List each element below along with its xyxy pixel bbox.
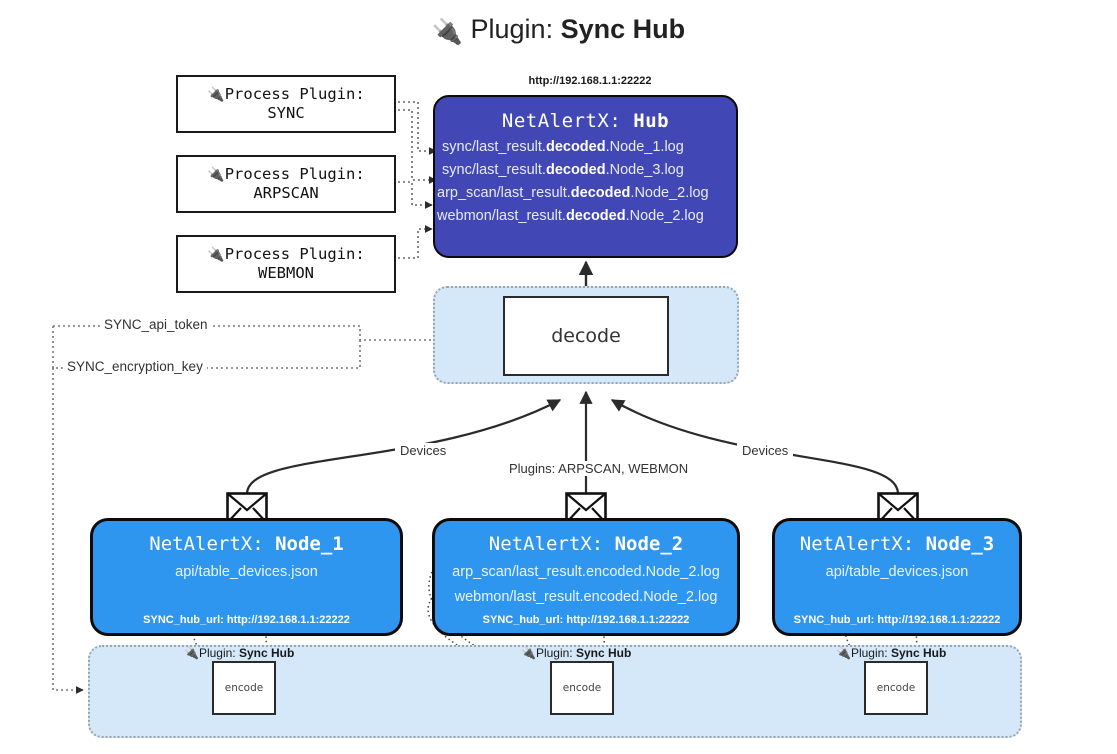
node2-title: NetAlertX: Node_2 [488, 533, 684, 555]
edge-webmon-to-hub-log4 [398, 225, 433, 259]
page-title-name: Sync Hub [560, 14, 686, 44]
hub-log-line-1: sync/last_result.decoded.Node_1.log [442, 139, 684, 155]
node2-line-1: arp_scan/last_result.encoded.Node_2.log [452, 564, 720, 580]
process-plugin-webmon-line2: WEBMON [258, 264, 314, 283]
node2-hub-url: SYNC_hub_url: http://192.168.1.1:22222 [482, 614, 690, 626]
edge-encryption-key-to-plugins [52, 368, 84, 694]
process-plugin-webmon-line1: 🔌Process Plugin: [207, 244, 365, 263]
plug-icon: 🔌 [207, 246, 225, 263]
page-title: 🔌 Plugin: Sync Hub [0, 14, 1117, 47]
netalertx-node-1[interactable]: NetAlertX: Node_1 api/table_devices.json… [90, 518, 403, 636]
plug-icon: 🔌 [521, 646, 536, 660]
edge-label-devices-left: Devices [395, 443, 452, 458]
encode-plugin-label-1: 🔌Plugin: Sync Hub [184, 646, 295, 660]
netalertx-node-3[interactable]: NetAlertX: Node_3 api/table_devices.json… [772, 518, 1022, 636]
hub-node[interactable]: NetAlertX: Hub sync/last_result.decoded.… [433, 95, 738, 258]
process-plugin-arpscan-line1: 🔌Process Plugin: [207, 164, 365, 183]
label-sync-encryption-key: SYNC_encryption_key [63, 359, 207, 374]
node2-line-2: webmon/last_result.encoded.Node_2.log [454, 589, 718, 605]
page-title-prefix: Plugin: [470, 14, 554, 44]
edge-sync-to-hub-log2 [398, 109, 437, 184]
encode-box-1[interactable]: encode [212, 661, 276, 715]
encode-plugin-label-2: 🔌Plugin: Sync Hub [521, 646, 632, 660]
encode-box-2[interactable]: encode [550, 661, 614, 715]
hub-log-line-2: sync/last_result.decoded.Node_3.log [442, 162, 684, 178]
decode-box[interactable]: decode [503, 296, 669, 376]
encode-plugin-label-3: 🔌Plugin: Sync Hub [836, 646, 947, 660]
node3-line-1: api/table_devices.json [825, 564, 969, 580]
node3-hub-url: SYNC_hub_url: http://192.168.1.1:22222 [793, 614, 1001, 626]
hub-log-line-4: webmon/last_result.decoded.Node_2.log [437, 208, 704, 224]
hub-url-label: http://192.168.1.1:22222 [528, 75, 652, 87]
process-plugin-webmon[interactable]: 🔌Process Plugin: WEBMON [176, 235, 396, 293]
hub-title: NetAlertX: Hub [501, 110, 670, 132]
edge-sync-to-hub-log1 [398, 101, 437, 155]
process-plugin-sync[interactable]: 🔌Process Plugin: SYNC [176, 75, 396, 133]
netalertx-node-2[interactable]: NetAlertX: Node_2 arp_scan/last_result.e… [432, 518, 740, 636]
edge-label-plugins: Plugins: ARPSCAN, WEBMON [504, 461, 694, 476]
plug-icon: 🔌 [836, 646, 851, 660]
plug-icon: 🔌 [207, 86, 225, 103]
process-plugin-sync-line1: 🔌Process Plugin: [207, 84, 365, 103]
process-plugin-sync-line2: SYNC [267, 104, 305, 123]
encode-box-3[interactable]: encode [864, 661, 928, 715]
edge-label-devices-right: Devices [737, 443, 794, 458]
process-plugin-arpscan[interactable]: 🔌Process Plugin: ARPSCAN [176, 155, 396, 213]
plug-icon: 🔌 [184, 646, 199, 660]
node1-title: NetAlertX: Node_1 [149, 533, 344, 555]
label-sync-api-token: SYNC_api_token [100, 317, 212, 332]
node1-line-1: api/table_devices.json [175, 564, 318, 580]
hub-log-line-3: arp_scan/last_result.decoded.Node_2.log [437, 185, 709, 201]
node1-hub-url: SYNC_hub_url: http://192.168.1.1:22222 [143, 614, 350, 626]
plug-icon: 🔌 [207, 166, 225, 183]
edge-arpscan-to-hub-log3 [398, 181, 433, 209]
plug-icon: 🔌 [431, 18, 463, 46]
process-plugin-arpscan-line2: ARPSCAN [253, 184, 319, 203]
node3-title: NetAlertX: Node_3 [799, 533, 995, 555]
